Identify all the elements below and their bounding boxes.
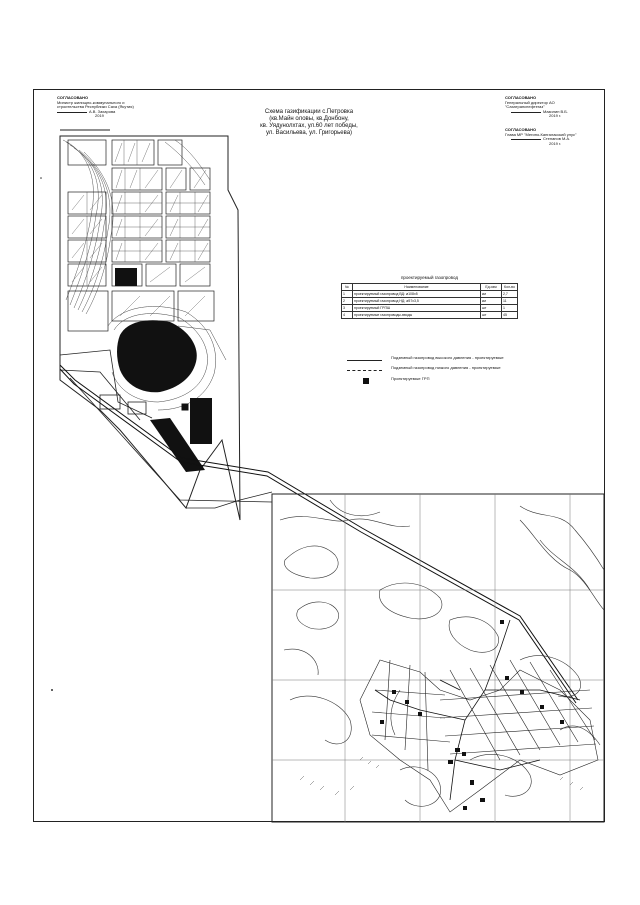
black-block bbox=[115, 268, 137, 286]
grp-marker-icon bbox=[181, 403, 189, 411]
approval-year: 2019 г. bbox=[549, 140, 562, 146]
black-rect-feature bbox=[190, 398, 212, 444]
approval-signer: А.В. Захарова bbox=[89, 108, 116, 114]
block-subdivisions bbox=[86, 140, 210, 286]
grp-square-icon bbox=[363, 378, 369, 384]
approval-heading: СОГЛАСОВАНО bbox=[57, 95, 89, 100]
dashed-line-icon bbox=[347, 370, 382, 371]
title-line-1: Схема газификации с.Петровка bbox=[264, 109, 354, 115]
table-row: 4 проектируемые газопроводы-вводы шт 45 bbox=[341, 311, 518, 319]
block-grid bbox=[67, 139, 215, 332]
approval-year: 2019 г. bbox=[549, 113, 562, 119]
legend-item-low-pressure: Подземный газопровод низкого давления - … bbox=[347, 365, 527, 380]
table-cell: 45 bbox=[501, 311, 518, 319]
approval-signature-line: Степанов М.А. bbox=[505, 136, 583, 142]
black-parcel bbox=[150, 418, 205, 472]
legend-item-grp: Проектируемые ГРП bbox=[347, 376, 527, 391]
terrain-contours bbox=[62, 139, 211, 315]
title-line-2: (кв.Майн оловы, кв.Донбону, bbox=[269, 115, 349, 122]
approval-block-right-top: СОГЛАСОВАНО Генеральный директор АО "Сах… bbox=[505, 95, 583, 119]
approval-signature-line: Мазилин В.Б. bbox=[505, 108, 583, 115]
title-line-4: ул. Васильева, ул. Григорьева) bbox=[265, 129, 353, 136]
approval-org: Министр жилищно-коммунального и строител… bbox=[57, 99, 134, 110]
village-plan-outline bbox=[59, 129, 241, 521]
approval-org: Генеральный директор АО "Сахатранснефтег… bbox=[505, 99, 555, 110]
solid-line-icon bbox=[347, 360, 382, 361]
approval-heading: СОГЛАСОВАНО bbox=[505, 127, 537, 132]
approval-org: Глава МР "Мегино-Кангаласский улус" bbox=[505, 131, 577, 137]
settlement-map-panel bbox=[271, 493, 605, 823]
approval-heading: СОГЛАСОВАНО bbox=[505, 95, 537, 100]
legend-label: Подземный газопровод низкого давления - … bbox=[391, 365, 501, 370]
building-markers bbox=[380, 620, 564, 810]
title-line-3: кв. Уядунолхтах, ул.60 лет победы, bbox=[260, 122, 358, 129]
approval-signer: Мазилин В.Б. bbox=[543, 108, 569, 114]
approval-year: 2019 bbox=[95, 113, 104, 119]
settlement-blocks bbox=[359, 659, 599, 813]
legend-label: Проектируемые ГРП bbox=[391, 376, 430, 381]
pipeline-table: № Наименование Ед.изм Кол-во 1 проектиру… bbox=[341, 283, 518, 319]
approval-block-left: СОГЛАСОВАНО Министр жилищно-коммунальног… bbox=[57, 95, 137, 119]
approval-signer: Степанов М.А. bbox=[543, 136, 571, 142]
speck bbox=[40, 177, 42, 179]
dark-terrain-mass bbox=[117, 320, 197, 393]
low-pressure-gas-network bbox=[374, 619, 581, 801]
legend-item-high-pressure: Подземный газопровод высокого давления -… bbox=[347, 355, 527, 370]
settlement-street-grid bbox=[371, 659, 597, 771]
lower-plan-outline bbox=[59, 349, 273, 509]
approval-signature-line: А.В. Захарова bbox=[57, 108, 137, 115]
block-hatching bbox=[71, 142, 209, 317]
legend-label: Подземный газопровод высокого давления -… bbox=[391, 355, 504, 360]
speck bbox=[51, 689, 53, 691]
map-hatch-marks bbox=[299, 756, 584, 796]
approval-block-right-bottom: СОГЛАСОВАНО Глава МР "Мегино-Кангаласски… bbox=[505, 127, 583, 146]
map-title: Схема газификации с.Петровка (кв.Майн ол… bbox=[242, 109, 376, 137]
high-pressure-gas-pipeline bbox=[59, 364, 579, 704]
contour-lines bbox=[279, 499, 605, 807]
table-caption: проектируемый газопровод bbox=[400, 275, 459, 280]
